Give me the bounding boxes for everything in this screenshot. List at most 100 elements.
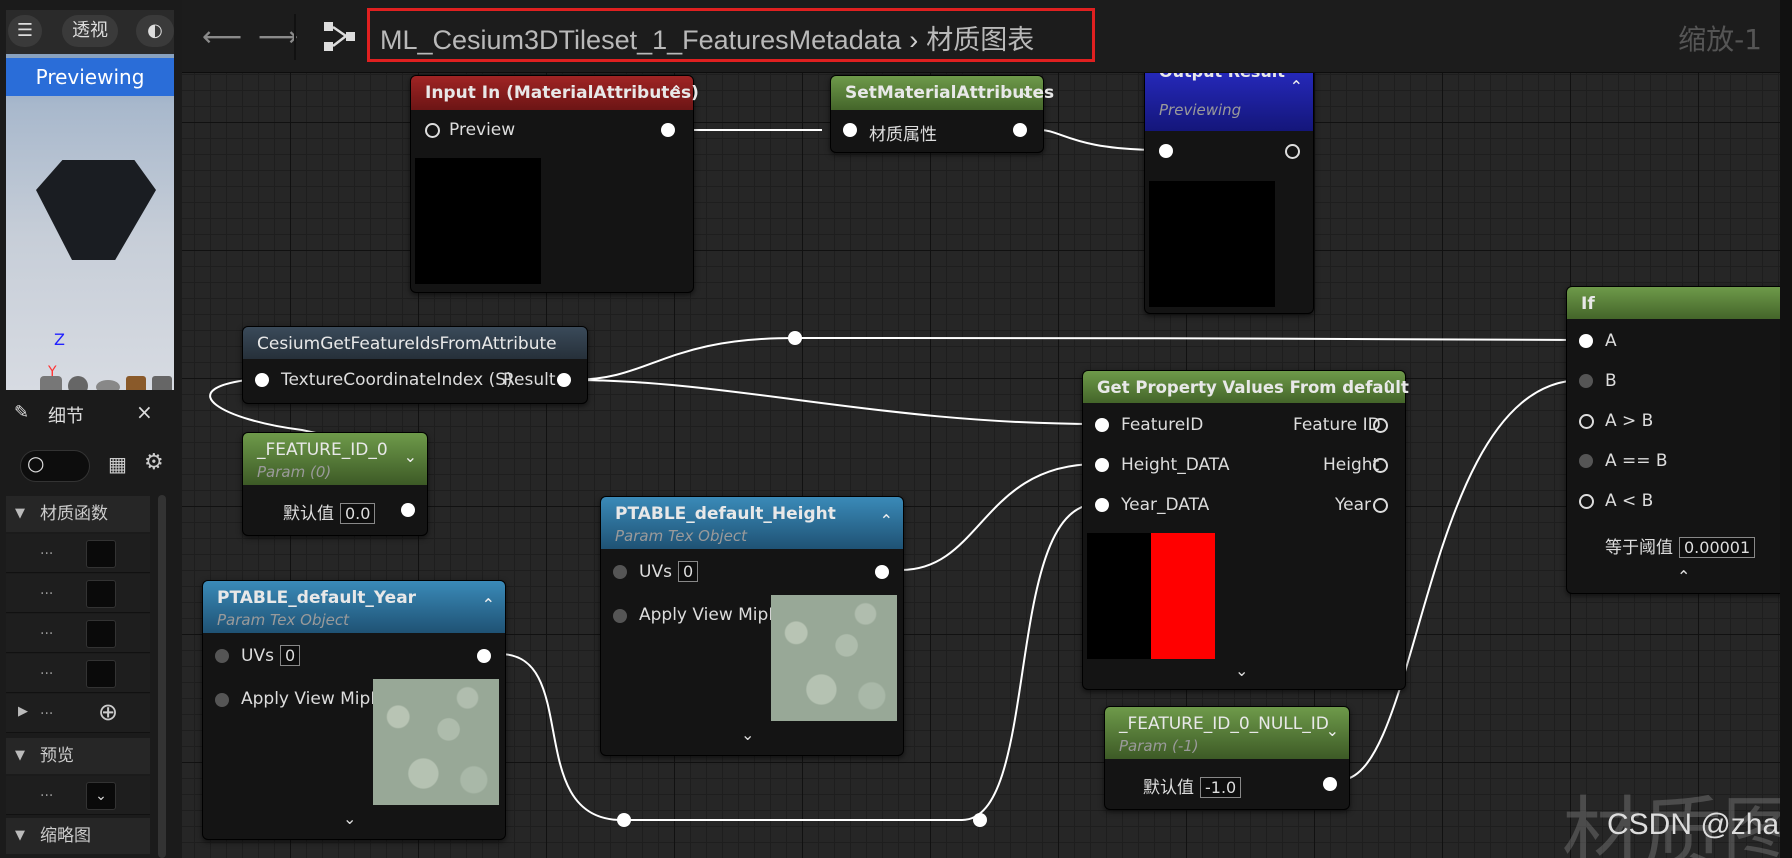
collapse-icon: ▼: [15, 828, 25, 843]
output-pin[interactable]: [1373, 498, 1388, 513]
expand-chevron-icon[interactable]: ⌄: [1019, 82, 1033, 101]
node-get-property-values[interactable]: Get Property Values From default ⌃ Featu…: [1082, 370, 1409, 690]
node-input-in[interactable]: Input In (MaterialAttributes) ⌃ Preview: [410, 75, 699, 293]
breadcrumb-asset[interactable]: ML_Cesium3DTileset_1_FeaturesMetadata: [380, 25, 902, 55]
output-pin[interactable]: [661, 123, 675, 137]
collapse-chevron-icon[interactable]: ⌃: [1677, 567, 1691, 586]
material-graph-canvas[interactable]: Input In (MaterialAttributes) ⌃ Preview …: [182, 0, 1792, 858]
output-pin[interactable]: [1013, 123, 1027, 137]
node-output-result[interactable]: Output Result Previewing ⌃: [1144, 54, 1314, 314]
input-pin[interactable]: [613, 565, 627, 579]
default-value-field[interactable]: 默认值-1.0: [1143, 773, 1242, 798]
wire-nullid-to-if-b: [1339, 379, 1583, 781]
expand-chevron-icon[interactable]: ⌄: [343, 809, 357, 828]
input-pin[interactable]: [1579, 414, 1594, 429]
graph-hierarchy-icon[interactable]: [322, 20, 358, 52]
collapse-chevron-icon[interactable]: ⌃: [879, 511, 893, 530]
node-title: Input In (MaterialAttributes): [425, 83, 699, 103]
add-icon[interactable]: ⊕: [98, 698, 119, 726]
menu-button[interactable]: ☰: [8, 15, 42, 47]
close-icon[interactable]: ×: [136, 400, 153, 424]
viewport-preview[interactable]: ☰ 透视 ◐ Previewing Z Y: [6, 10, 174, 390]
input-pin[interactable]: [1579, 454, 1593, 468]
input-pin[interactable]: [1579, 374, 1593, 388]
preview-shape-buttons[interactable]: [38, 374, 174, 390]
input-pin[interactable]: [1579, 494, 1594, 509]
reroute-node: [788, 331, 802, 345]
list-item[interactable]: ...: [6, 614, 150, 653]
node-cesium-get-feature-ids[interactable]: CesiumGetFeatureIdsFromAttribute Texture…: [242, 326, 588, 404]
collapse-chevron-icon[interactable]: ⌃: [1381, 377, 1395, 396]
reroute-node: [617, 813, 631, 827]
input-pin[interactable]: [1095, 418, 1109, 432]
output-pin[interactable]: [557, 373, 571, 387]
zoom-level: 缩放-1: [1678, 23, 1762, 56]
input-pin[interactable]: [255, 373, 269, 387]
section-material-function[interactable]: ▼材质函数: [6, 496, 150, 532]
input-pin[interactable]: [215, 649, 229, 663]
node-subtitle: Param (0): [257, 463, 332, 481]
list-item[interactable]: ... ⌄: [6, 776, 150, 815]
search-icon: ○: [27, 451, 45, 475]
color-swatch[interactable]: [86, 540, 116, 568]
expand-chevron-icon[interactable]: ⌄: [741, 725, 755, 744]
output-pin[interactable]: [1323, 777, 1337, 791]
node-ptable-height[interactable]: PTABLE_default_Height Param Tex Object ⌃…: [600, 496, 904, 756]
node-set-material-attributes[interactable]: SetMaterialAttributes ⌄ 材质属性: [830, 75, 1054, 153]
input-pin[interactable]: [1095, 498, 1109, 512]
input-pin[interactable]: [613, 609, 627, 623]
preview-thumbnail: [1149, 181, 1275, 307]
gear-icon[interactable]: ⚙: [144, 450, 164, 475]
input-pin[interactable]: [1579, 334, 1593, 348]
output-pin[interactable]: [875, 565, 889, 579]
expand-chevron-icon[interactable]: ⌄: [1235, 661, 1249, 680]
expand-chevron-icon[interactable]: ⌄: [403, 447, 417, 466]
input-pin[interactable]: [215, 693, 229, 707]
breadcrumb-graph[interactable]: 材质图表: [926, 25, 1035, 55]
input-pin[interactable]: [843, 123, 857, 137]
pin-dot[interactable]: [425, 123, 440, 138]
pin-label: B: [1605, 371, 1617, 391]
realtime-toggle[interactable]: ◐: [136, 15, 174, 47]
back-arrow-icon[interactable]: ⟵: [202, 20, 243, 53]
node-subtitle: Param Tex Object: [615, 527, 748, 545]
list-item-expandable[interactable]: ▶ ... ⊕: [6, 694, 150, 733]
input-pin[interactable]: [1159, 144, 1173, 158]
collapse-chevron-icon[interactable]: ⌃: [1289, 77, 1303, 96]
color-swatch[interactable]: [86, 620, 116, 648]
node-feature-id-null[interactable]: _FEATURE_ID_0_NULL_ID Param (-1) ⌄ 默认值-1…: [1104, 706, 1350, 810]
output-pin[interactable]: [1285, 144, 1300, 159]
color-swatch[interactable]: [86, 580, 116, 608]
output-pin[interactable]: [477, 649, 491, 663]
forward-arrow-icon[interactable]: ⟶: [258, 20, 299, 53]
dropdown-button[interactable]: ⌄: [86, 782, 116, 810]
list-item[interactable]: ...: [6, 534, 150, 573]
expand-chevron-icon[interactable]: ⌄: [1325, 721, 1339, 740]
pin-label: A: [1605, 331, 1617, 351]
collapse-chevron-icon[interactable]: ⌃: [481, 595, 495, 614]
right-scrollbar[interactable]: [1780, 0, 1792, 858]
input-pin[interactable]: [1095, 458, 1109, 472]
collapse-chevron-icon[interactable]: ⌃: [669, 82, 683, 101]
output-pin[interactable]: [401, 503, 415, 517]
list-item[interactable]: ...: [6, 574, 150, 613]
search-input[interactable]: ○: [20, 450, 90, 482]
table-icon[interactable]: ▦: [108, 452, 127, 476]
output-pin[interactable]: [1373, 418, 1388, 433]
view-mode-button[interactable]: 透视: [62, 15, 118, 47]
node-ptable-year[interactable]: PTABLE_default_Year Param Tex Object ⌃ U…: [202, 580, 506, 840]
color-swatch[interactable]: [86, 660, 116, 688]
details-scrollbar[interactable]: [158, 495, 166, 858]
section-preview[interactable]: ▼预览: [6, 738, 150, 774]
list-item[interactable]: ...: [6, 654, 150, 693]
pin-label: Year_DATA: [1121, 495, 1210, 515]
section-thumbnail[interactable]: ▼缩略图: [6, 818, 150, 854]
output-pin[interactable]: [1373, 458, 1388, 473]
preview-toolbar: ☰ 透视 ◐: [6, 10, 174, 54]
